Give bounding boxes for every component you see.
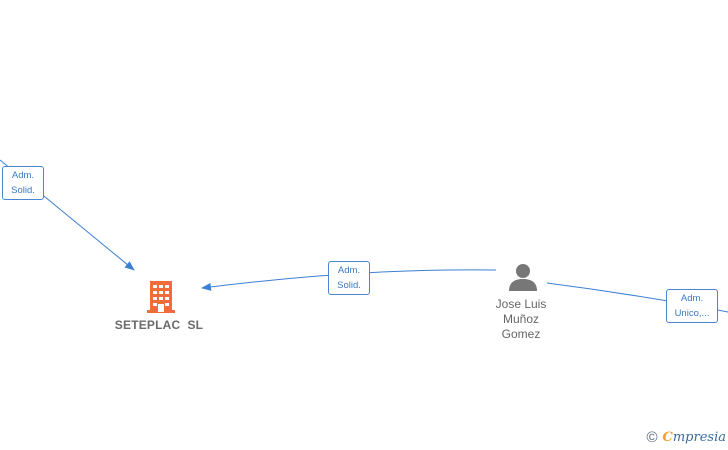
edge-label-line: Unico,... (674, 308, 710, 319)
person-name-line: Muñoz (502, 312, 540, 326)
brand-name-rest: mpresia (672, 430, 726, 445)
building-icon[interactable] (145, 279, 177, 320)
brand-name: Cmpresia (663, 430, 727, 445)
brand-name-initial: C (662, 430, 673, 445)
brand-watermark[interactable]: © Cmpresia (646, 429, 726, 446)
edge-label-person-company[interactable]: Adm. Solid. (328, 261, 370, 295)
person-name-line: Gomez (501, 327, 541, 341)
edge-label-person-right[interactable]: Adm. Unico,... (666, 289, 718, 323)
edge-label-line: Adm. (337, 265, 361, 276)
person-name[interactable]: Jose Luis Muñoz Gomez (471, 297, 571, 342)
edge-label-line: Adm. (11, 170, 35, 181)
edge-label-line: Solid. (11, 185, 35, 196)
copyright-symbol: © (646, 429, 658, 446)
edge-label-top-left[interactable]: Adm. Solid. (2, 166, 44, 200)
edge-label-line: Adm. (680, 293, 704, 304)
company-name[interactable]: SETEPLAC SL (114, 318, 204, 332)
person-name-line: Jose Luis (495, 297, 547, 311)
person-icon[interactable] (508, 262, 538, 297)
edge-label-line: Solid. (337, 280, 361, 291)
